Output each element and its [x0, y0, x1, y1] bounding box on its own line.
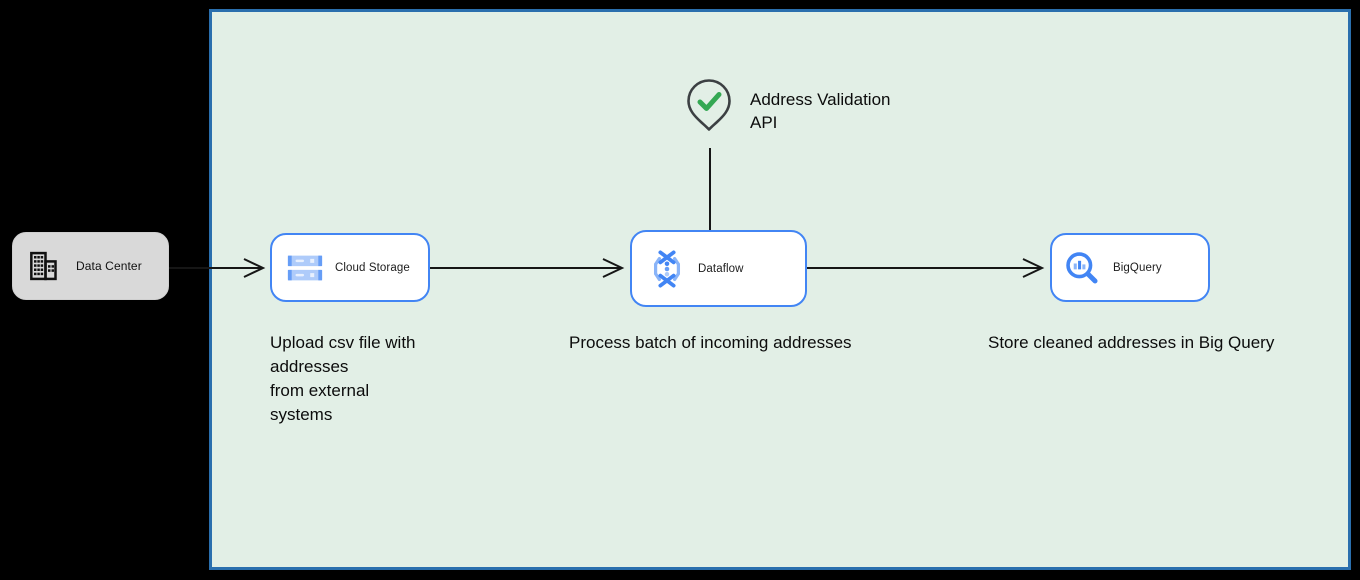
caption-process-batch: Process batch of incoming addresses [569, 333, 852, 352]
node-label-data-center: Data Center [76, 259, 142, 273]
caption-line: Address Validation [750, 90, 891, 109]
dataflow-icon [648, 249, 686, 289]
caption-upload-csv: Upload csv file with addresses from exte… [270, 331, 416, 427]
caption-line: Upload csv file with [270, 333, 416, 352]
map-pin-check-icon[interactable] [687, 79, 731, 136]
cloud-storage-icon [286, 249, 324, 287]
caption-line: from external [270, 381, 370, 400]
caption-line: addresses [270, 357, 349, 376]
node-bigquery[interactable]: BigQuery [1050, 233, 1210, 302]
caption-line: systems [270, 405, 333, 424]
building-icon [28, 250, 58, 282]
node-label-bigquery: BigQuery [1113, 261, 1162, 274]
checkmark-icon [697, 92, 722, 111]
node-dataflow[interactable]: Dataflow [630, 230, 807, 307]
caption-store-bigquery: Store cleaned addresses in Big Query [988, 333, 1275, 352]
caption-address-validation: Address Validation API [750, 88, 891, 134]
node-data-center[interactable]: Data Center [12, 232, 169, 300]
node-cloud-storage[interactable]: Cloud Storage [270, 233, 430, 302]
node-label-cloud-storage: Cloud Storage [335, 261, 410, 274]
node-label-dataflow: Dataflow [698, 262, 744, 275]
caption-line: API [750, 113, 778, 132]
bigquery-icon [1064, 250, 1100, 286]
